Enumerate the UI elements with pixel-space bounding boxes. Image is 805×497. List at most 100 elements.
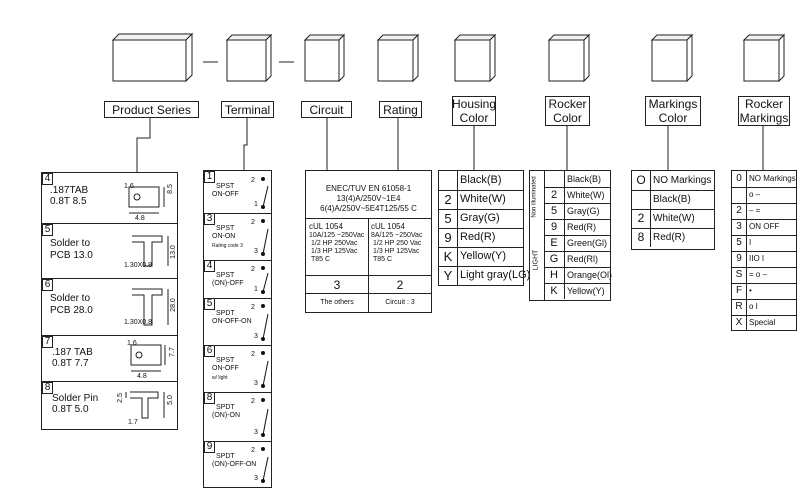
terminal-code: 5	[42, 224, 53, 236]
color-label: – =	[749, 206, 761, 215]
switch-symbol	[261, 351, 269, 388]
circuit-pin: 1	[254, 286, 258, 293]
terminal-name: .187 TAB	[52, 347, 93, 358]
terminal-drawing	[132, 235, 169, 267]
rating-cul-line: 1/3 HP 125Vac	[311, 248, 358, 255]
terminal-drawing	[125, 391, 165, 419]
rating-note: The others	[320, 299, 354, 306]
row-divider	[204, 392, 271, 393]
header-housing-line1: Housing	[451, 97, 497, 111]
color-label: Red(R)	[460, 231, 496, 243]
circuit-pin: 3	[254, 380, 258, 387]
rating-note: Circuit : 3	[385, 299, 415, 306]
circuit-pin: 2	[251, 304, 255, 311]
header-rocker-line1: Rocker	[548, 97, 587, 111]
circuit-pin: 2	[251, 177, 255, 184]
color-label: NO Markings	[653, 175, 712, 186]
row-divider	[204, 345, 271, 346]
circuit-code: 3	[204, 213, 215, 225]
column-divider	[368, 218, 369, 313]
terminal-row-4: 4 .187TAB 0.8T 8.5 1.6 8.5 4.8	[42, 173, 177, 223]
circuit-action: (ON)-OFF	[212, 280, 244, 287]
terminal-name: .187TAB	[50, 185, 89, 196]
circuit-type: SPDT	[216, 310, 235, 317]
rating-cul-line: cUL 1054	[309, 222, 343, 231]
terminal-code: 7	[42, 336, 53, 348]
terminal-table: 4 .187TAB 0.8T 8.5 1.6 8.5 4.8 5 Solder …	[41, 172, 178, 430]
row-divider	[42, 223, 177, 224]
color-label: o I	[749, 302, 758, 311]
row-divider	[544, 235, 610, 236]
rating-cul-line: 10A/125 ~250Vac	[309, 232, 365, 239]
terminal-spec: PCB 13.0	[50, 250, 93, 261]
color-label: ON OFF	[749, 222, 780, 231]
color-label: Black(B)	[460, 174, 502, 186]
part-box-3	[303, 33, 346, 83]
switch-symbol	[261, 447, 269, 483]
row-divider	[732, 315, 796, 316]
header-rocker-markings-line2: Markings	[739, 111, 789, 125]
color-label: o –	[749, 190, 761, 199]
color-code: 9	[736, 253, 742, 264]
row-divider	[732, 203, 796, 204]
circuit-action: (ON)-ON	[212, 412, 240, 419]
row-divider	[42, 381, 177, 382]
column-divider	[650, 171, 651, 247]
terminal-drawing	[132, 288, 169, 326]
row-divider	[732, 251, 796, 252]
color-label: = o –	[749, 270, 768, 279]
terminal-dim: 4.8	[135, 215, 145, 222]
color-code: H	[550, 269, 558, 281]
color-code: 5	[550, 205, 558, 217]
header-housing-color: Housing Color	[452, 96, 496, 126]
circuit-type: SPST	[216, 357, 235, 364]
color-label: Red(R)	[653, 232, 686, 243]
color-label: •	[749, 286, 752, 295]
part-box-1	[111, 32, 194, 83]
color-label: Gray(G)	[567, 206, 600, 216]
row-divider	[544, 251, 610, 252]
light-label: LIGHT	[532, 249, 540, 271]
row-divider	[439, 266, 523, 267]
row-divider	[204, 298, 271, 299]
circuit-action: ON-OFF	[212, 191, 239, 198]
circuit-pin: 3	[254, 429, 258, 436]
terminal-code: 6	[42, 279, 53, 291]
color-label: Gray(G)	[460, 212, 500, 224]
part-box-2	[225, 33, 273, 83]
circuit-type: SPST	[216, 225, 235, 232]
terminal-dim: 1.6	[127, 340, 137, 347]
row-divider	[306, 275, 431, 276]
row-divider	[544, 267, 610, 268]
row-divider	[632, 209, 714, 210]
rating-cul-line: 8A/125 ~250Vac	[371, 232, 423, 239]
row-divider	[544, 203, 610, 204]
row-divider	[439, 247, 523, 248]
color-label: White(W)	[653, 213, 695, 224]
row-divider	[204, 213, 271, 214]
terminal-dim: 2.5	[116, 393, 124, 403]
row-divider	[42, 335, 177, 336]
circuit-note: w/ light	[212, 375, 228, 381]
terminal-spec: 0.8T 8.5	[50, 196, 87, 207]
terminal-dim: 1.6	[124, 183, 134, 190]
color-label: I	[749, 238, 752, 247]
terminal-row-7: 7 .187 TAB 0.8T 7.7 1.6 7.7 4.8	[42, 336, 177, 381]
color-label: White(W)	[460, 193, 506, 205]
circuit-action: ON-OFF-ON	[212, 318, 252, 325]
color-code: 2	[550, 189, 558, 201]
color-code: 2	[736, 205, 742, 216]
terminal-dim: 5.0	[166, 395, 174, 405]
header-rocker-markings-line1: Rocker	[744, 97, 783, 111]
color-code: R	[735, 301, 743, 312]
part-box-4	[376, 33, 420, 83]
rating-enec-line: 13(4)A/250V~1E4	[336, 194, 401, 203]
color-code: 9	[550, 221, 558, 233]
